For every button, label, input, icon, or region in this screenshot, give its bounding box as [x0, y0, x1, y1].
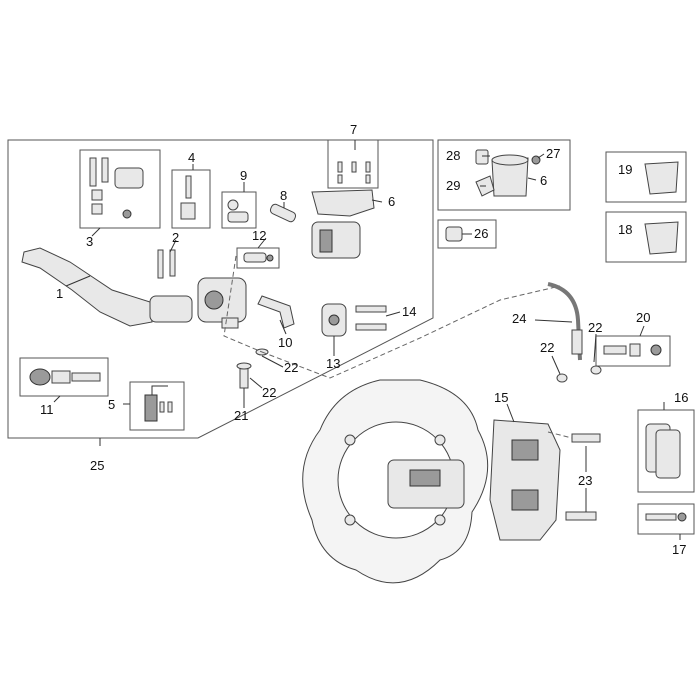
kit-box-20: [595, 335, 671, 367]
handlebar-clamp-icon: [321, 303, 347, 337]
kit-box-3: [79, 149, 161, 229]
seal-kit-icon: [227, 199, 249, 223]
callout-17: 17: [672, 542, 686, 557]
kit-box-9: [221, 191, 257, 229]
leader-lines: [53, 140, 681, 540]
assembly-guide-line: [223, 255, 263, 353]
callout-27: 27: [546, 146, 560, 161]
kit-box-18: [605, 211, 687, 263]
kit-box-11: [19, 357, 109, 397]
callout-20: 20: [636, 310, 650, 325]
master-cylinder-icon: [197, 277, 247, 329]
hose-fitting-icon: [571, 329, 583, 355]
callout-3: 3: [86, 234, 93, 249]
screw-spacer-icon: [180, 175, 196, 220]
kit-box-7: [327, 139, 379, 189]
callout-21: 21: [234, 408, 248, 423]
callout-22-d: 22: [588, 320, 602, 335]
callout-22-a: 22: [284, 360, 298, 375]
piston-kit-icon: [29, 368, 101, 386]
callout-2: 2: [172, 230, 179, 245]
kit-box-16: [637, 409, 695, 493]
callout-7: 7: [350, 122, 357, 137]
screw-2-icon: [157, 249, 176, 279]
brake-hose-icon: [547, 282, 582, 361]
callout-25: 25: [90, 458, 104, 473]
fluid-pack-icon: [644, 161, 679, 195]
callout-4: 4: [188, 150, 195, 165]
callout-6-b: 6: [540, 173, 547, 188]
callout-14: 14: [402, 304, 416, 319]
callout-22-b: 22: [262, 385, 276, 400]
remote-reservoir-icon: [475, 149, 541, 197]
washer-22c-icon: [556, 373, 568, 383]
banjo-bolt-icon: [236, 362, 252, 389]
switch-bracket-icon: [257, 295, 295, 329]
kit-box-5: [129, 381, 185, 431]
callout-1: 1: [56, 286, 63, 301]
callout-11: 11: [40, 402, 54, 417]
brake-pads-icon: [645, 423, 681, 479]
callout-26: 26: [474, 226, 488, 241]
callout-9: 9: [240, 168, 247, 183]
callout-8: 8: [280, 188, 287, 203]
cap-screws-icon: [337, 161, 371, 184]
callout-16: 16: [674, 390, 688, 405]
kit-box-reservoir: [437, 139, 571, 211]
brake-lever-icon: [21, 247, 193, 327]
pad-pin-icon: [645, 512, 687, 522]
callout-19: 19: [618, 162, 632, 177]
callout-13: 13: [326, 356, 340, 371]
fluid-reservoir-icon: [311, 189, 375, 259]
callout-23: 23: [578, 473, 592, 488]
callout-10: 10: [278, 335, 292, 350]
fluid-pack-icon-2: [644, 221, 679, 255]
brake-caliper-icon: [489, 419, 561, 541]
pivot-pin-icon: [269, 203, 297, 223]
kit-box-17: [637, 503, 695, 535]
kit-box-4: [171, 169, 211, 229]
callout-15: 15: [494, 390, 508, 405]
callout-22-c: 22: [540, 340, 554, 355]
callout-29: 29: [446, 178, 460, 193]
callout-28: 28: [446, 148, 460, 163]
grommet-icon: [445, 226, 463, 242]
callout-6: 6: [388, 194, 395, 209]
kit-box-19: [605, 151, 687, 203]
bleeder-kit-icon: [603, 343, 662, 357]
callout-24: 24: [512, 311, 526, 326]
hose-guide-line: [261, 285, 561, 379]
callout-18: 18: [618, 222, 632, 237]
bleed-valve-icon: [243, 252, 274, 263]
clamp-screws-icon: [89, 157, 144, 219]
callout-12: 12: [252, 228, 266, 243]
caliper-guide-line: [547, 431, 573, 439]
clamp-screw-icon: [355, 305, 387, 331]
kit-box-26: [437, 219, 497, 249]
callout-5: 5: [108, 397, 115, 412]
washer-22d-icon: [590, 365, 602, 375]
caliper-mount-icon: [387, 459, 465, 509]
brake-switch-icon: [144, 385, 173, 422]
